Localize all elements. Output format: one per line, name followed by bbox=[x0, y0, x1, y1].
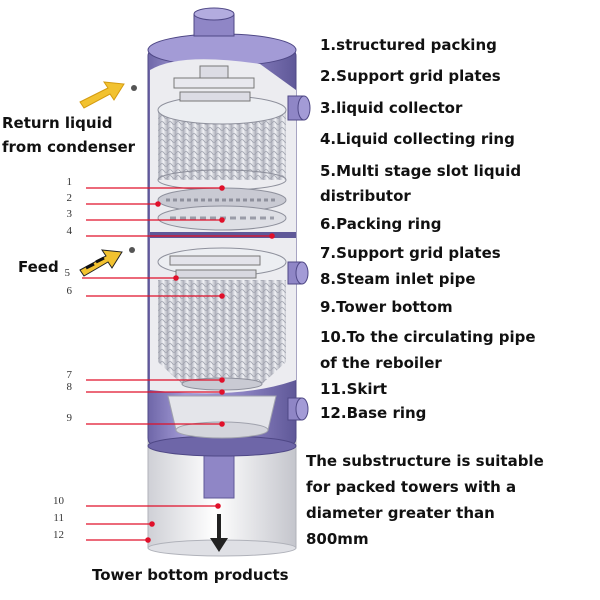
callout-number: 10 bbox=[53, 495, 65, 507]
callout-number: 11 bbox=[53, 512, 64, 524]
return-liquid-label-line1: Return liquid bbox=[2, 114, 113, 132]
right-nozzle-middle bbox=[287, 261, 309, 285]
legend-item: distributor bbox=[320, 187, 411, 205]
callout-dot bbox=[173, 275, 179, 281]
callout-dot bbox=[219, 421, 225, 427]
callout-number: 12 bbox=[53, 529, 64, 541]
callout-dot bbox=[155, 201, 161, 207]
legend-item: of the reboiler bbox=[320, 354, 442, 372]
callout-dot bbox=[149, 521, 155, 527]
callout-number: 8 bbox=[67, 381, 73, 393]
right-nozzle-upper bbox=[287, 95, 311, 121]
note-line: 800mm bbox=[306, 530, 369, 548]
callout-dot bbox=[219, 389, 225, 395]
lower-distributor bbox=[157, 247, 287, 279]
callout-number: 5 bbox=[65, 267, 71, 279]
legend-item: 11.Skirt bbox=[320, 380, 388, 398]
callout-number: 3 bbox=[67, 208, 73, 220]
upper-packing-bed bbox=[157, 95, 287, 191]
legend-item: 5.Multi stage slot liquid bbox=[320, 162, 522, 180]
note-line: diameter greater than bbox=[306, 504, 495, 522]
tower-bottom bbox=[167, 395, 277, 439]
substructure-note: The substructure is suitable for packed … bbox=[306, 448, 596, 552]
feed-arrow bbox=[79, 247, 135, 277]
reboiler-outlet-pipe bbox=[203, 451, 235, 499]
callout-dot bbox=[219, 185, 225, 191]
top-nozzle bbox=[193, 7, 235, 37]
upper-distributor bbox=[173, 65, 255, 102]
callout-dot bbox=[219, 377, 225, 383]
callout-number: 7 bbox=[67, 369, 73, 381]
down-arrow bbox=[210, 514, 228, 552]
legend-item: 6.Packing ring bbox=[320, 215, 442, 233]
legend-item: 3.liquid collector bbox=[320, 99, 463, 117]
legend-item: 10.To the circulating pipe bbox=[320, 328, 536, 346]
legend-item: 1.structured packing bbox=[320, 36, 497, 54]
legend-item: 9.Tower bottom bbox=[320, 298, 453, 316]
callout-number: 1 bbox=[67, 176, 73, 188]
bottom-products-label: Tower bottom products bbox=[92, 566, 289, 584]
return-liquid-arrow bbox=[79, 81, 137, 109]
legend-item: 8.Steam inlet pipe bbox=[320, 270, 476, 288]
legend-item: 7.Support grid plates bbox=[320, 244, 501, 262]
support-grid-and-collector bbox=[157, 187, 287, 231]
callout-dot bbox=[215, 503, 221, 509]
callout-dot bbox=[219, 293, 225, 299]
note-line: The substructure is suitable bbox=[306, 452, 544, 470]
note-line: for packed towers with a bbox=[306, 478, 517, 496]
collecting-ring bbox=[150, 232, 296, 238]
callout-number: 4 bbox=[67, 225, 73, 237]
steam-inlet-nozzle bbox=[287, 397, 309, 421]
legend-item: 4.Liquid collecting ring bbox=[320, 130, 515, 148]
feed-label: Feed bbox=[18, 258, 59, 276]
return-liquid-label-line2: from condenser bbox=[2, 138, 136, 156]
callout-dot bbox=[145, 537, 151, 543]
callout-dot bbox=[269, 233, 275, 239]
callout-number: 6 bbox=[67, 285, 73, 297]
callout-number: 2 bbox=[67, 192, 73, 204]
callout-dot bbox=[219, 217, 225, 223]
callout-number: 9 bbox=[67, 412, 73, 424]
legend-item: 12.Base ring bbox=[320, 404, 427, 422]
legend-item: 2.Support grid plates bbox=[320, 67, 501, 85]
